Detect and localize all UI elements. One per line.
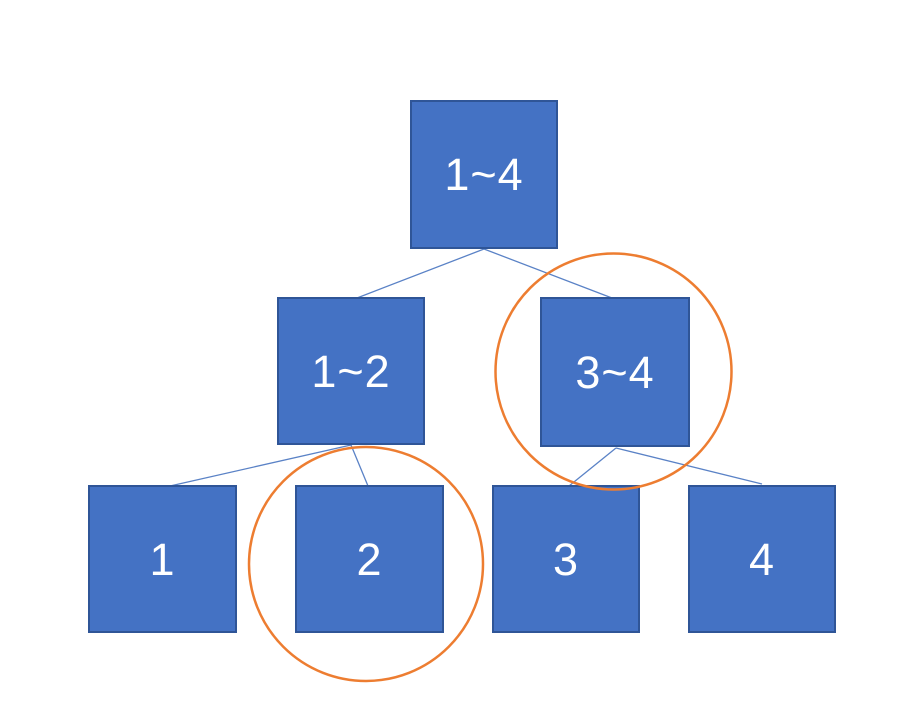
tree-node-leaf-4: 4 <box>688 485 836 633</box>
node-label: 1 <box>149 533 176 585</box>
connector-3-4-to-3 <box>568 447 617 487</box>
node-label: 3~4 <box>575 346 655 398</box>
connector-root-to-1-2 <box>356 248 485 299</box>
tree-node-leaf-2: 2 <box>295 485 444 633</box>
tree-node-leaf-3: 3 <box>492 485 640 633</box>
node-label: 4 <box>748 533 776 585</box>
node-label: 1~2 <box>311 345 391 397</box>
node-label: 3 <box>552 533 580 585</box>
node-label: 1~4 <box>444 149 524 200</box>
connector-root-to-3-4 <box>483 248 613 299</box>
connector-1-2-to-2 <box>350 444 369 487</box>
node-label: 2 <box>356 533 383 585</box>
tree-node-range-1-2: 1~2 <box>277 297 425 445</box>
tree-node-leaf-1: 1 <box>88 485 237 633</box>
tree-node-range-3-4: 3~4 <box>540 297 690 447</box>
tree-node-range-1-4: 1~4 <box>410 100 558 249</box>
connector-1-2-to-1 <box>169 444 352 487</box>
connector-3-4-to-4 <box>615 447 763 485</box>
